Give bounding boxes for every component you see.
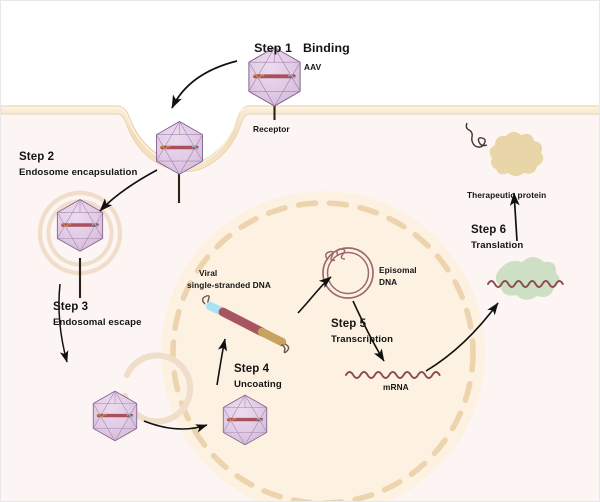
episomal-dna-label-line1: Episomal [379, 265, 417, 275]
step6-step-label: Step 6 [471, 224, 507, 236]
receptor-label: Receptor [253, 124, 290, 134]
episomal-dna-label-line2: DNA [379, 277, 398, 287]
arrow-pit-to-endosome [99, 169, 158, 212]
nucleus [161, 191, 485, 501]
nuclear-envelope [170, 200, 476, 501]
arrow-translation [509, 192, 520, 242]
arrow-uncoating [216, 338, 228, 386]
step2-name-label: Endosome encapsulation [19, 167, 138, 178]
step4-step-label: Step 4 [234, 363, 270, 375]
step2-step-label: Step 2 [19, 151, 55, 163]
step5-step-label: Step 5 [331, 318, 367, 330]
arrow-endosomal-escape [58, 283, 69, 363]
ribosome-translation-complex [487, 257, 564, 300]
step5-name-label: Transcription [331, 334, 394, 345]
protein-blob [489, 131, 544, 176]
endosome-with-aav [37, 190, 123, 298]
mrna-label: mRNA [383, 382, 409, 392]
arrow-transcription [352, 300, 385, 362]
step1-step-label: Step 1 [254, 40, 292, 55]
arrow-to-nucleus [143, 420, 208, 433]
arrow-binding-to-pit [171, 60, 238, 109]
viral-dna-label-line1: Viral [199, 268, 218, 278]
arrow-mrna-export [425, 302, 499, 372]
step4-name-label: Uncoating [234, 379, 282, 390]
step6-name-label: Translation [471, 240, 524, 251]
aav-label: AAV [304, 62, 322, 72]
step3-name-label: Endosomal escape [53, 317, 142, 328]
step3-step-label: Step 3 [53, 301, 89, 313]
protein-tail-loop [474, 137, 488, 148]
ribosome-blob [495, 257, 560, 300]
therapeutic-protein-glyph [465, 122, 544, 176]
mrna-strand [345, 371, 441, 379]
arrow-circularization [297, 276, 332, 314]
viral-dna-label-line2: single-stranded DNA [187, 280, 271, 290]
viral-ssdna [201, 295, 290, 354]
step1-name-label: Binding [302, 40, 350, 55]
ruptured-endosome [121, 352, 194, 425]
aav-particle-bound [248, 46, 301, 120]
protein-tail [465, 122, 476, 147]
mrna-in-ribosome [487, 280, 564, 288]
step1-title: Step 1 Binding [240, 26, 350, 70]
aav-particle-in-pit [155, 120, 204, 203]
episomal-dna [322, 247, 374, 299]
therapeutic-protein-label: Therapeutic protein [467, 190, 547, 200]
